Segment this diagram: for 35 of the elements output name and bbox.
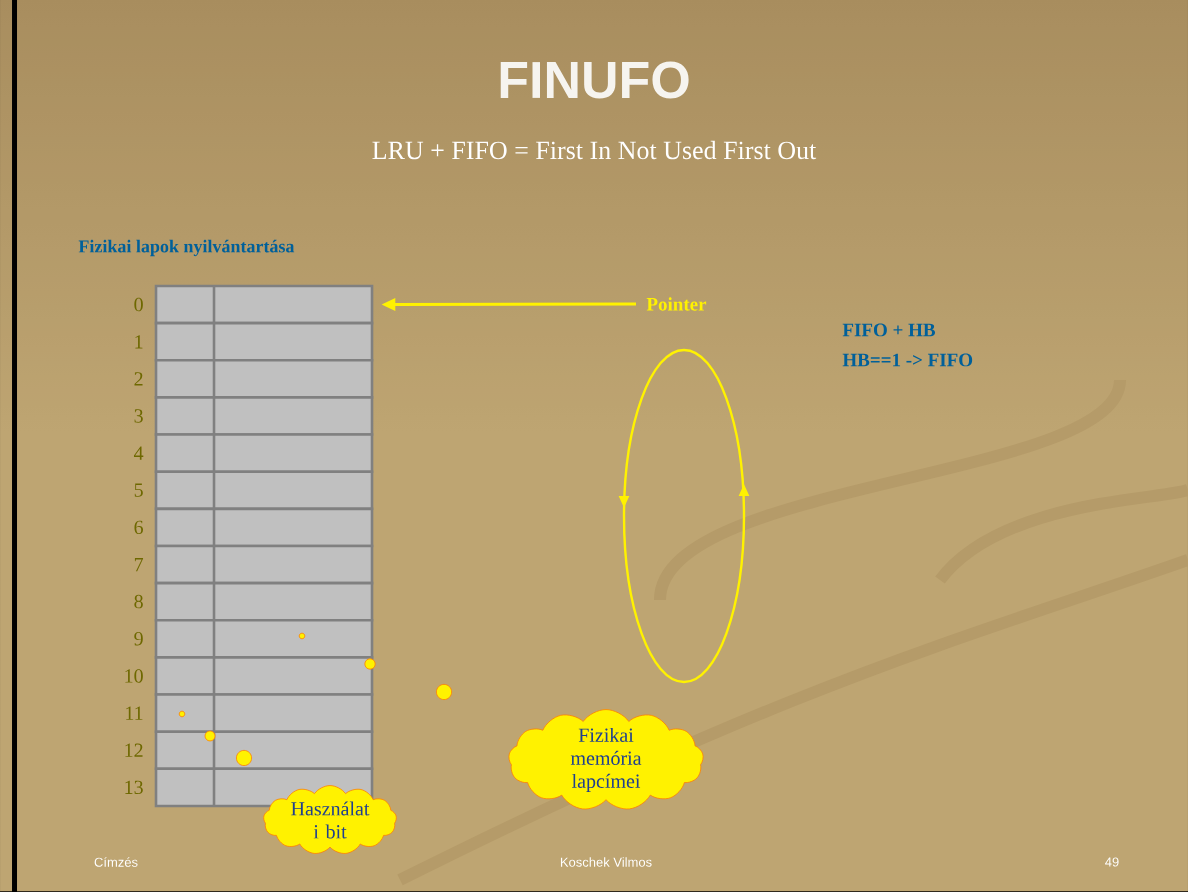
row-number: 13: [125, 780, 143, 795]
table-row: [154, 358, 374, 399]
table-row: [154, 470, 374, 511]
note-text: HB==1 -> FIFO: [842, 353, 973, 367]
pointer-label: Pointer: [646, 297, 707, 311]
subtitle: LRU + FIFO = First In Not Used First Out: [372, 140, 817, 160]
row-number: 6: [134, 520, 143, 535]
table-row: [154, 544, 374, 585]
table-row: [154, 730, 374, 771]
table-heading: Fizikai lapok nyilvántartása: [78, 239, 295, 257]
row-number: 5: [134, 483, 143, 497]
table-row: [154, 396, 374, 436]
row-number: 3: [134, 409, 143, 423]
table-row: [154, 507, 374, 548]
row-number: 1: [135, 335, 143, 349]
row-number: 11: [126, 706, 143, 720]
table-row: [154, 321, 374, 362]
thought-cloud: Fizikai memória lapcímei: [508, 709, 704, 810]
row-number: 4: [134, 446, 144, 460]
row-number: 2: [134, 372, 143, 386]
row-number: 9: [134, 632, 143, 646]
row-number: 7: [134, 558, 144, 572]
table-row: [154, 284, 374, 325]
row-number: 8: [134, 594, 143, 609]
table-row: [154, 618, 374, 659]
table-row: [154, 581, 374, 622]
thought-cloud: Használat i bit: [263, 785, 397, 854]
note-text: FIFO + HB: [842, 323, 936, 337]
row-number: 12: [125, 743, 143, 757]
row-number: 0: [134, 297, 143, 312]
table-row: [154, 693, 374, 733]
diagram-title: FINUFO: [500, 61, 689, 99]
row-number: 10: [125, 669, 143, 683]
table-row: [154, 433, 374, 473]
table-row: [154, 656, 374, 696]
